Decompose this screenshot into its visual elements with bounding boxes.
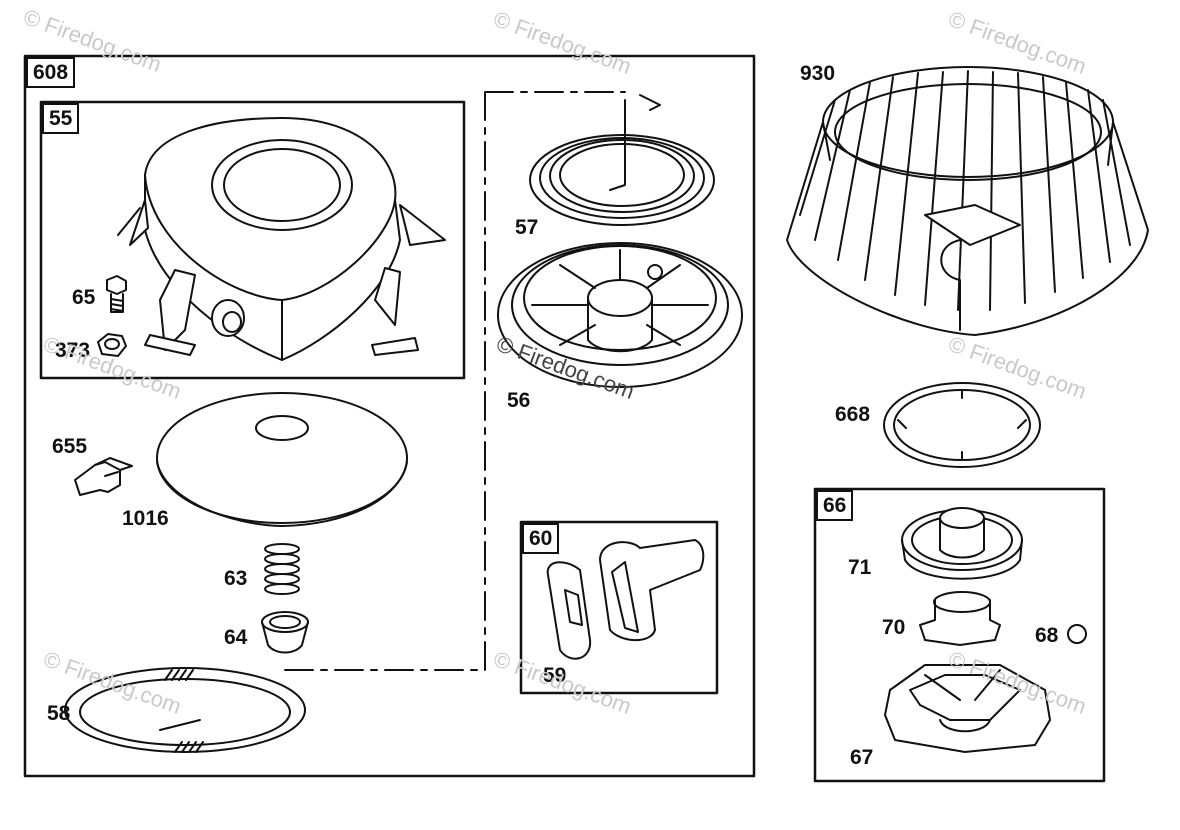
starter-handle-drawing bbox=[546, 539, 705, 660]
leader-line bbox=[284, 91, 626, 671]
part-label-58: 58 bbox=[47, 702, 71, 725]
part-label-1016: 1016 bbox=[122, 507, 169, 530]
rotating-screen-drawing bbox=[786, 66, 1149, 336]
bolt-drawing bbox=[106, 275, 127, 313]
starter-drum-drawing bbox=[901, 507, 1023, 580]
part-label-67: 67 bbox=[850, 746, 874, 769]
retainer-ring-drawing bbox=[883, 382, 1041, 468]
part-label-71: 71 bbox=[848, 556, 872, 579]
part-label-65: 65 bbox=[72, 286, 96, 309]
group-label-608: 608 bbox=[26, 57, 76, 88]
ratchet-nut-drawing bbox=[919, 591, 1001, 646]
part-label-68: 68 bbox=[1035, 624, 1059, 647]
part-label-930: 930 bbox=[800, 62, 836, 85]
rewind-spring-drawing bbox=[529, 94, 715, 226]
part-label-59: 59 bbox=[543, 664, 567, 687]
part-label-655: 655 bbox=[52, 435, 88, 458]
part-label-668: 668 bbox=[835, 403, 871, 426]
blower-housing-drawing bbox=[117, 117, 446, 361]
part-label-63: 63 bbox=[224, 567, 248, 590]
starter-rope-drawing bbox=[64, 667, 306, 753]
group-66-box bbox=[813, 487, 1106, 783]
part-label-57: 57 bbox=[515, 216, 539, 239]
disc-drawing bbox=[156, 392, 408, 527]
group-60-box bbox=[519, 520, 719, 695]
ball-drawing bbox=[1067, 624, 1087, 644]
group-55-box bbox=[39, 100, 466, 380]
group-label-55: 55 bbox=[42, 103, 80, 134]
group-label-66: 66 bbox=[816, 490, 854, 521]
starter-pulley-drawing bbox=[497, 242, 743, 388]
group-label-60: 60 bbox=[522, 523, 560, 554]
group-608-box bbox=[23, 54, 756, 778]
part-label-70: 70 bbox=[882, 616, 906, 639]
spring-cup-drawing bbox=[261, 611, 309, 654]
part-label-373: 373 bbox=[55, 339, 91, 362]
part-label-64: 64 bbox=[224, 626, 248, 649]
part-label-56: 56 bbox=[507, 389, 531, 412]
starter-cup-drawing bbox=[884, 664, 1051, 753]
compression-spring-drawing bbox=[264, 543, 300, 595]
nut-drawing bbox=[97, 333, 127, 357]
clip-drawing bbox=[74, 457, 133, 496]
